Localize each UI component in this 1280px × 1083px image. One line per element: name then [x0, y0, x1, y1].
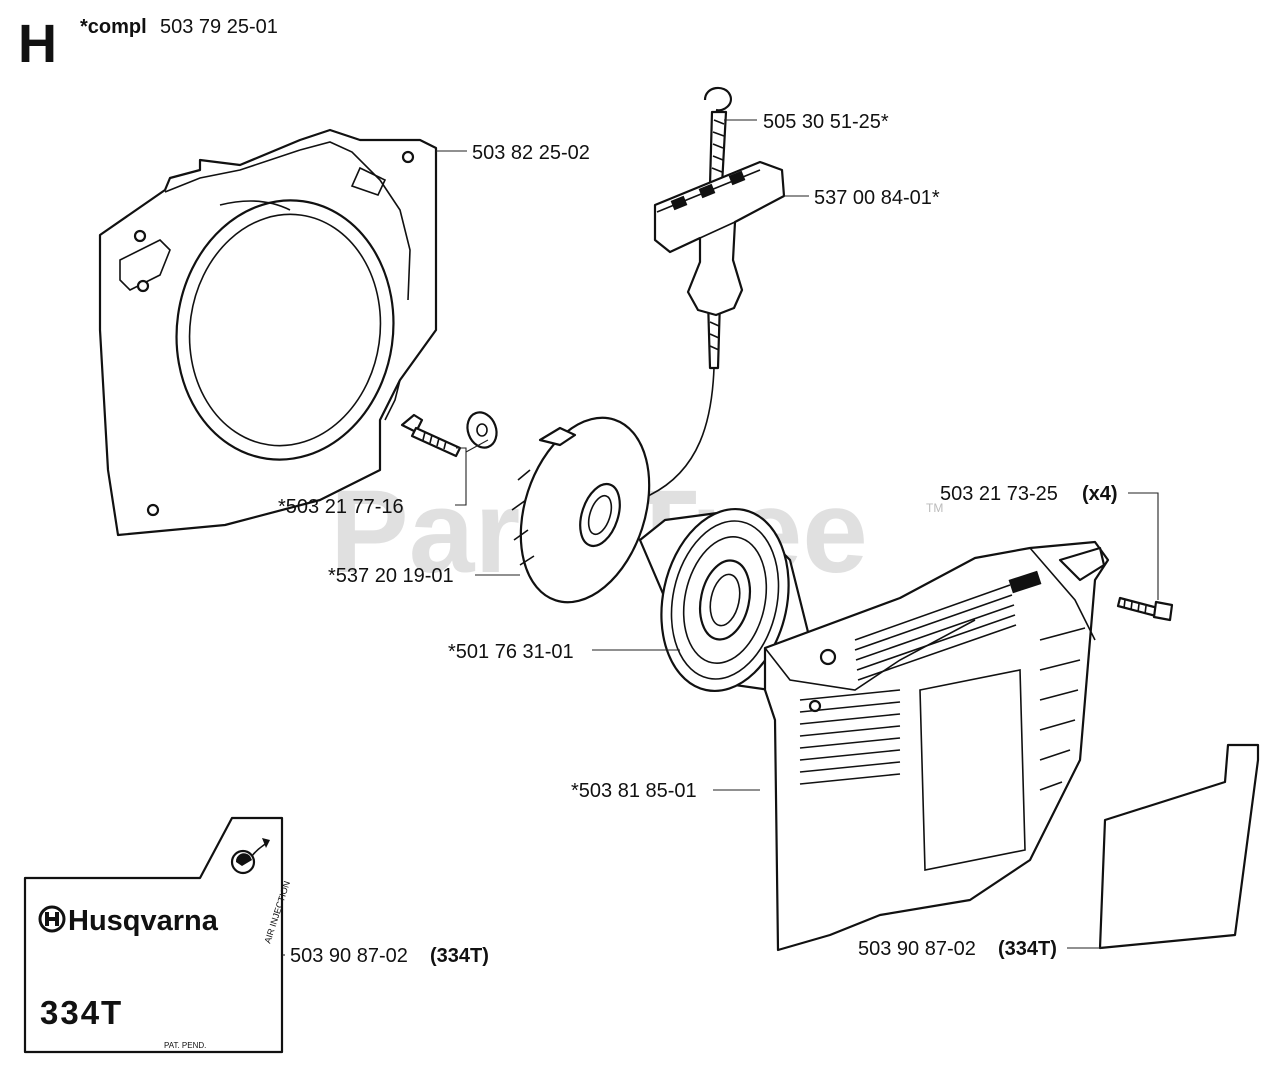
starter-housing: [98, 128, 438, 537]
callout-housing: 503 82 25-02: [472, 142, 590, 164]
air-injection-logo: [230, 838, 270, 875]
screw-and-washer: [400, 411, 498, 458]
callout-decal-right-model: (334T): [998, 938, 1057, 960]
decal-brand: Husqvarna: [68, 905, 219, 937]
section-letter: H: [18, 14, 57, 74]
callout-rope: 505 30 51-25*: [763, 111, 889, 133]
decal-pat: PAT. PEND.: [164, 1041, 206, 1050]
decal-model: 334T: [40, 994, 123, 1031]
callout-cover: *503 81 85-01: [571, 780, 697, 802]
compl-label: *compl: [80, 16, 147, 38]
starter-handle: [653, 160, 786, 317]
leader-lines: [282, 119, 1159, 956]
cover-screw: [1116, 596, 1174, 622]
callout-decal-right-number: 503 90 87-02: [858, 938, 976, 960]
rope-pulley: [511, 416, 651, 604]
callout-decal-left-number: 503 90 87-02: [290, 945, 408, 967]
callout-spring: *501 76 31-01: [448, 641, 574, 663]
callout-cover-screw-number: 503 21 73-25: [940, 483, 1058, 505]
watermark-tm: TM: [926, 501, 943, 515]
starter-rope: [626, 86, 732, 541]
husqvarna-crown-icon: [38, 905, 66, 933]
callout-screw-washer: *503 21 77-16: [278, 496, 404, 518]
callout-pulley: *537 20 19-01: [328, 565, 454, 587]
recoil-spring: [638, 507, 812, 693]
compl-number: 503 79 25-01: [160, 16, 278, 38]
callout-cover-screw-qty: (x4): [1082, 483, 1118, 505]
left-decal: AIR INJECTION Husqvarna 334T PAT. PEND.: [23, 816, 292, 1054]
callout-decal-left-model: (334T): [430, 945, 489, 967]
callout-handle: 537 00 84-01*: [814, 187, 940, 209]
starter-cover: [763, 540, 1110, 952]
right-decal: [1098, 743, 1260, 950]
